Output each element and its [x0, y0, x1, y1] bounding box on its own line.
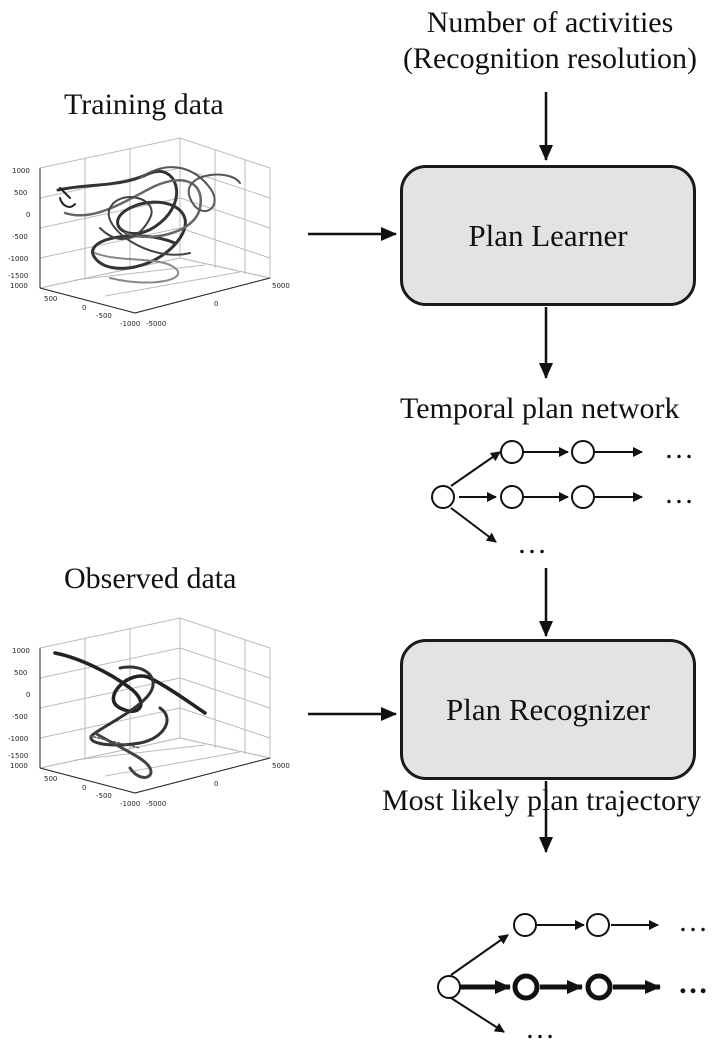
svg-text:0: 0 [82, 304, 86, 312]
input-label-line1: Number of activities [426, 6, 674, 39]
plan-trajectory-network [437, 913, 661, 1033]
network-node [500, 485, 524, 509]
trajectory-ellipsis-3: … [525, 1012, 555, 1045]
trajectory-node-highlighted [585, 973, 613, 1001]
svg-text:1000: 1000 [10, 762, 28, 770]
svg-text:0: 0 [214, 780, 218, 788]
svg-text:-1000: -1000 [8, 735, 28, 743]
svg-text:-500: -500 [12, 233, 28, 241]
svg-text:0: 0 [26, 691, 30, 699]
plan-recognizer-label: Plan Recognizer [445, 691, 650, 727]
trajectory-node [586, 913, 610, 937]
observed-data-plot: 1000 500 0 -500 -1000 -1500 1000 500 0 -… [8, 617, 290, 808]
network-node [500, 440, 524, 464]
network-node [571, 485, 595, 509]
temporal-plan-network-title: Temporal plan network [400, 392, 680, 425]
svg-text:5000: 5000 [272, 282, 290, 290]
svg-text:5000: 5000 [272, 762, 290, 770]
svg-text:500: 500 [14, 189, 27, 197]
training-data-title: Training data [64, 88, 224, 121]
observed-data-title: Observed data [64, 562, 237, 595]
svg-text:-1500: -1500 [8, 752, 28, 760]
trajectory-ellipsis-2: … [678, 967, 708, 1000]
training-data-plot: 1000 500 0 -500 -1000 -1500 1000 500 0 -… [8, 137, 290, 328]
trajectory-node-highlighted [512, 973, 540, 1001]
plan-learner-label: Plan Learner [468, 217, 628, 253]
svg-text:1000: 1000 [10, 282, 28, 290]
svg-text:1000: 1000 [12, 647, 30, 655]
svg-text:-500: -500 [96, 792, 112, 800]
svg-text:-5000: -5000 [146, 800, 166, 808]
svg-text:-500: -500 [96, 312, 112, 320]
svg-text:1000: 1000 [12, 167, 30, 175]
svg-text:-1000: -1000 [120, 800, 140, 808]
svg-text:0: 0 [214, 300, 218, 308]
plan-learner-box: Plan Learner [400, 165, 696, 306]
svg-text:500: 500 [44, 295, 57, 303]
svg-text:-5000: -5000 [146, 320, 166, 328]
svg-text:0: 0 [26, 211, 30, 219]
trajectory-node [513, 913, 537, 937]
input-label-line2: (Recognition resolution) [402, 42, 698, 75]
svg-text:-1000: -1000 [8, 255, 28, 263]
network-ellipsis-2: … [664, 477, 694, 510]
network-ellipsis-1: … [664, 432, 694, 465]
network-node-root [431, 485, 455, 509]
svg-text:0: 0 [82, 784, 86, 792]
trajectory-node-root [437, 975, 461, 999]
svg-text:-1500: -1500 [8, 272, 28, 280]
most-likely-plan-trajectory-title: Most likely plan trajectory [382, 784, 702, 817]
plan-recognizer-box: Plan Recognizer [400, 639, 696, 780]
svg-text:-1000: -1000 [120, 320, 140, 328]
network-node [571, 440, 595, 464]
temporal-plan-network [431, 440, 643, 543]
trajectory-ellipsis-1: … [678, 905, 708, 938]
svg-text:500: 500 [44, 775, 57, 783]
network-ellipsis-3: … [517, 527, 547, 560]
svg-text:500: 500 [14, 669, 27, 677]
svg-text:-500: -500 [12, 713, 28, 721]
